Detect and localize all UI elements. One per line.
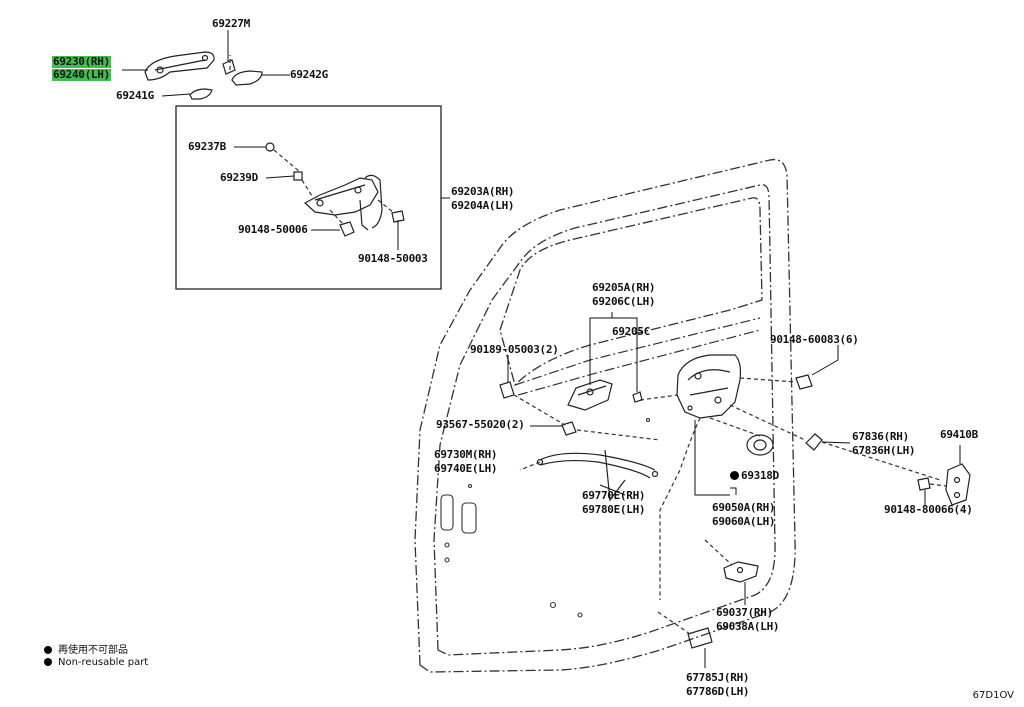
label-69240lh: 69240(LH) [52, 68, 111, 81]
label-69050a: 69050A(RH) [712, 501, 776, 514]
label-69239d: 69239D [220, 171, 258, 184]
legend-dot-icon [44, 658, 52, 666]
label-69241g: 69241G [116, 89, 154, 102]
label-90148-50003: 90148-50003 [358, 252, 428, 265]
label-69780e: 69780E(LH) [582, 503, 646, 516]
door-lock-assembly [676, 354, 742, 419]
screw-90148-60083 [795, 374, 813, 390]
label-67786d: 67786D(LH) [686, 685, 750, 698]
handle-pad [189, 88, 213, 100]
outside-handle [144, 51, 215, 81]
legend-en: Non-reusable part [44, 657, 148, 668]
label-69410b: 69410B [940, 428, 978, 441]
grommet-69318d [746, 434, 774, 456]
door-holes [440, 417, 651, 618]
legend-jp: 再使用不可部品 [44, 641, 128, 656]
screw-69237b [265, 142, 275, 152]
legend-dot-icon [44, 646, 52, 654]
label-69037: 69037(RH) [716, 606, 773, 619]
legend-en-text: Non-reusable part [58, 657, 149, 668]
inside-handle [567, 379, 613, 411]
bolt-90148-50003 [391, 210, 405, 223]
label-67785j: 67785J(RH) [686, 671, 750, 684]
clip-93567-55020 [561, 421, 577, 436]
diagram-code: 67D1OV [972, 690, 1014, 701]
gasket-69239d [293, 171, 303, 181]
label-69227m: 69227M [212, 17, 250, 30]
label-69318d-text: 69318D [741, 469, 779, 482]
non-reusable-mark [730, 471, 739, 480]
bolt-90148-50006 [339, 221, 355, 237]
label-67836rh: 67836(RH) [852, 430, 909, 443]
label-69038a: 69038A(LH) [716, 620, 780, 633]
cushion-67836 [805, 433, 823, 451]
handle-cover [231, 70, 263, 86]
door-outline [414, 158, 796, 673]
label-69770e: 69770E(RH) [582, 489, 646, 502]
striker-69410b [945, 463, 971, 506]
label-93567-55020: 93567-55020(2) [436, 418, 525, 431]
label-90148-50006: 90148-50006 [238, 223, 308, 236]
pad-67785j [687, 627, 713, 649]
legend-jp-text: 再使用不可部品 [58, 645, 128, 656]
label-69203a: 69203A(RH) [451, 185, 515, 198]
label-69204a: 69204A(LH) [451, 199, 515, 212]
label-90148-60083: 90148-60083(6) [770, 333, 859, 346]
label-69242g: 69242G [290, 68, 328, 81]
label-69730m: 69730M(RH) [434, 448, 498, 461]
label-90148-80066: 90148-80066(4) [884, 503, 973, 516]
label-69237b: 69237B [188, 140, 226, 153]
cable-assembly [536, 449, 659, 502]
label-69060a: 69060A(LH) [712, 515, 776, 528]
label-90189-05003: 90189-05003(2) [470, 343, 559, 356]
screw-90148-80066 [917, 477, 931, 491]
clip-90189-05003 [499, 381, 515, 399]
label-69205c: 69205C [612, 325, 650, 338]
label-69318d: 69318D [730, 470, 779, 482]
handle-frame [303, 174, 383, 231]
label-69205a: 69205A(RH) [592, 281, 656, 294]
label-69740e: 69740E(LH) [434, 462, 498, 475]
label-69230rh: 69230(RH) [52, 55, 111, 68]
label-69206c: 69206C(LH) [592, 295, 656, 308]
lower-lock-69037 [723, 561, 759, 583]
label-67836hlh: 67836H(LH) [852, 444, 916, 457]
handle-cap [222, 59, 236, 75]
